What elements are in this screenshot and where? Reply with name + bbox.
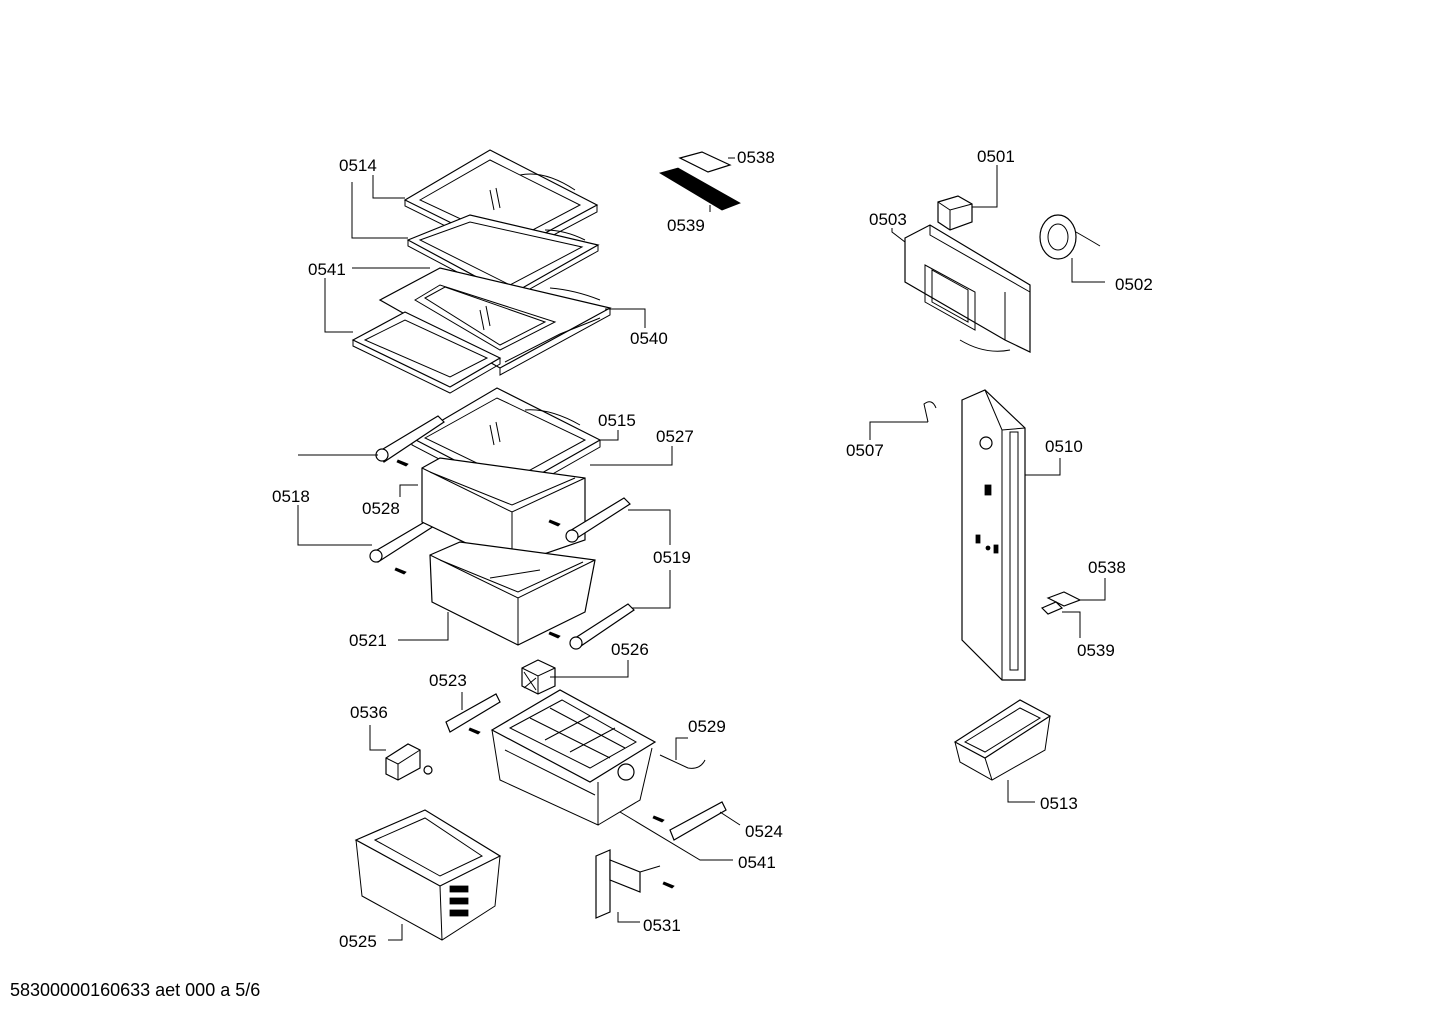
label-0527: 0527 [656,427,694,446]
label-0507: 0507 [846,441,884,460]
leader-lines [297,157,1106,941]
label-0524: 0524 [745,822,783,841]
bin-0525 [354,809,502,941]
strip-0539-top [658,167,741,211]
cable-0529 [659,754,706,769]
dispenser-housing-0503 [904,224,1031,353]
slide-rail-0519-upper [565,497,631,543]
bracket-0531 [595,849,675,919]
slide-rail-0519-lower [569,603,635,650]
label-0541-lower: 0541 [738,853,776,872]
label-0526: 0526 [611,640,649,659]
label-0529: 0529 [688,717,726,736]
label-0528: 0528 [362,499,400,518]
part-labels: 0514 0541 0538 0539 0540 0515 0527 0518 … [272,147,1153,951]
label-0539-right: 0539 [1077,641,1115,660]
slide-rail-0518-lower [369,519,435,563]
label-0539-top: 0539 [667,216,705,235]
cable-0507 [923,401,937,423]
label-0521: 0521 [349,631,387,650]
label-0518: 0518 [272,487,310,506]
label-0536: 0536 [350,703,388,722]
strip-0538-top [678,151,732,173]
label-0515: 0515 [598,411,636,430]
label-0525: 0525 [339,932,377,951]
label-0513: 0513 [1040,794,1078,813]
label-0538-right: 0538 [1088,558,1126,577]
crisper-frame [490,689,657,826]
box-0526 [521,659,556,695]
door-panel-0510 [961,389,1026,681]
label-0540: 0540 [630,329,668,348]
part-0536 [385,743,433,781]
label-0519: 0519 [653,548,691,567]
label-0523: 0523 [429,671,467,690]
bracket-0523 [445,693,501,735]
label-0538-top: 0538 [737,148,775,167]
door-bin-0513 [953,699,1052,781]
part-0501 [937,195,973,231]
drawer-0521 [429,541,596,646]
part-0502 [1039,214,1101,260]
part-0539-right [1040,601,1064,615]
label-0510: 0510 [1045,437,1083,456]
label-0531: 0531 [643,916,681,935]
bracket-0524 [652,801,727,841]
label-0502: 0502 [1115,275,1153,294]
label-0541-upper: 0541 [308,260,346,279]
label-0514: 0514 [339,156,377,175]
drawer-0528 [421,457,586,566]
glass-shelf-0514 [403,149,599,259]
label-0501: 0501 [977,147,1015,166]
glass-shelf-0541-lower [351,311,502,394]
label-0503: 0503 [869,210,907,229]
document-id-footer: 58300000160633 aet 000 a 5/6 [10,980,261,1000]
